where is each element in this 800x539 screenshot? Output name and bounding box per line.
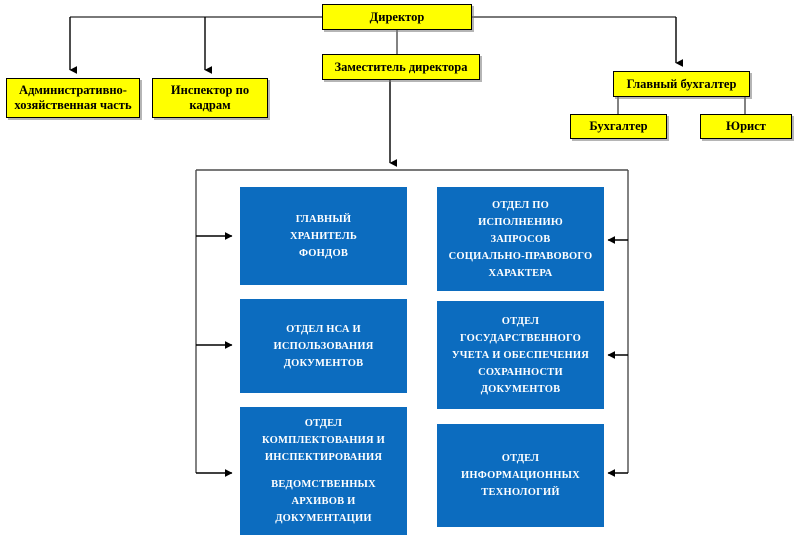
node-label-line: ХРАНИТЕЛЬ xyxy=(289,230,357,242)
node-label-line: ДОКУМЕНТОВ xyxy=(283,357,364,369)
node-label-line: ИСПОЛНЕНИЮ xyxy=(478,216,563,228)
node-state-accounting-preservation[interactable]: ОТДЕЛ ГОСУДАРСТВЕННОГО УЧЕТА И ОБЕСПЕЧЕНИЯ… xyxy=(437,301,604,409)
node-lawyer[interactable]: Юрист xyxy=(700,114,792,139)
node-label-line: ОТДЕЛ xyxy=(304,418,343,429)
node-label-line: ИНСПЕКТИРОВАНИЯ xyxy=(264,452,383,463)
node-label-line: УЧЕТА И ОБЕСПЕЧЕНИЯ xyxy=(451,349,590,361)
node-director[interactable]: Директор xyxy=(322,4,472,30)
node-admin-economic-line1: Административно- xyxy=(19,83,127,97)
node-deputy-director-label: Заместитель директора xyxy=(334,59,468,74)
node-label-line: ЗАПРОСОВ xyxy=(490,233,551,245)
node-lawyer-label: Юрист xyxy=(726,119,766,133)
node-hr-inspector-line1: Инспектор по xyxy=(170,83,250,97)
node-accountant[interactable]: Бухгалтер xyxy=(570,114,667,139)
node-label-line: СОЦИАЛЬНО-ПРАВОВОГО xyxy=(448,250,593,262)
node-chief-accountant-label: Главный бухгалтер xyxy=(626,76,737,91)
node-label-line: ХАРАКТЕРА xyxy=(488,267,553,279)
node-label-line: ВЕДОМСТВЕННЫХ xyxy=(271,479,376,490)
node-admin-economic[interactable]: Административно- хозяйственная часть xyxy=(6,78,140,118)
node-label-line: СОХРАННОСТИ xyxy=(478,366,563,378)
node-label-line: ДОКУМЕНТОВ xyxy=(480,383,561,395)
node-socio-legal-requests[interactable]: ОТДЕЛ ПО ИСПОЛНЕНИЮ ЗАПРОСОВ СОЦИАЛЬНО-ПРАВ… xyxy=(437,187,604,291)
node-label-line: ОТДЕЛ ПО xyxy=(492,199,549,211)
node-label-line: ТЕХНОЛОГИЙ xyxy=(481,487,560,498)
node-label-line: ФОНДОВ xyxy=(298,247,349,259)
node-deputy-director[interactable]: Заместитель директора xyxy=(322,54,480,80)
node-label-line: ГОСУДАРСТВЕННОГО xyxy=(459,332,582,344)
node-label-line: ОТДЕЛ xyxy=(501,315,540,327)
node-label-line: ИНФОРМАЦИОННЫХ xyxy=(461,470,580,481)
node-label-line: КОМПЛЕКТОВАНИЯ И xyxy=(262,435,385,446)
node-hr-inspector[interactable]: Инспектор по кадрам xyxy=(152,78,268,118)
node-label-line: АРХИВОВ И xyxy=(291,496,356,507)
node-label-line: ДОКУМЕНТАЦИИ xyxy=(275,513,372,524)
node-acquisition-inspection[interactable]: ОТДЕЛ КОМПЛЕКТОВАНИЯ И ИНСПЕКТИРОВАНИЯ ВЕДО… xyxy=(240,407,407,535)
node-director-label: Директор xyxy=(369,9,425,24)
node-label-line: ОТДЕЛ xyxy=(501,453,540,464)
node-chief-accountant[interactable]: Главный бухгалтер xyxy=(613,71,750,97)
node-admin-economic-line2: хозяйственная часть xyxy=(14,98,132,112)
node-label-line: ГЛАВНЫЙ xyxy=(295,213,352,225)
node-label-line: ИСПОЛЬЗОВАНИЯ xyxy=(273,340,374,352)
node-hr-inspector-line2: кадрам xyxy=(189,98,231,112)
node-label-line: ОТДЕЛ НСА И xyxy=(286,323,361,335)
node-information-technologies[interactable]: ОТДЕЛ ИНФОРМАЦИОННЫХ ТЕХНОЛОГИЙ xyxy=(437,424,604,527)
node-accountant-label: Бухгалтер xyxy=(589,119,648,133)
node-nsa-document-use[interactable]: ОТДЕЛ НСА И ИСПОЛЬЗОВАНИЯ ДОКУМЕНТОВ xyxy=(240,299,407,393)
node-chief-keeper-of-funds[interactable]: ГЛАВНЫЙ ХРАНИТЕЛЬ ФОНДОВ xyxy=(240,187,407,285)
